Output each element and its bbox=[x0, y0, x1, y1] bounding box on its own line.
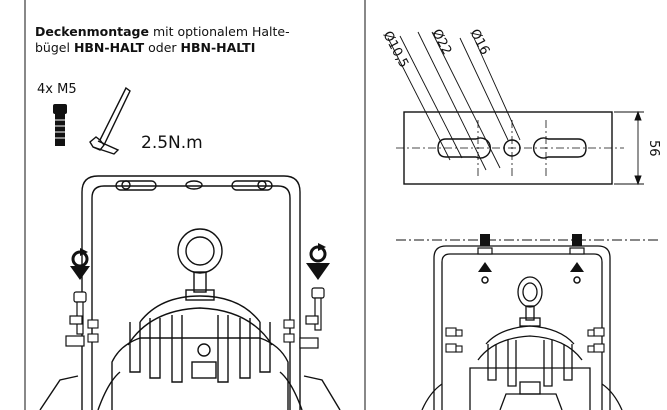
mounting-caption: Deckenmontage mit optionalem Halte- büge… bbox=[35, 24, 355, 56]
torque-label: 2.5N.m bbox=[141, 133, 203, 153]
ceiling-screws bbox=[477, 234, 585, 255]
caption-model-halti: HBN-HALTI bbox=[180, 40, 256, 55]
dim-label-height: 56 bbox=[646, 140, 661, 157]
bracket-bolts-left bbox=[87, 319, 295, 343]
dim-label-d3: Ø16 bbox=[466, 27, 492, 58]
caption-bold-ceiling-mount: Deckenmontage bbox=[35, 24, 149, 39]
mounting-bracket-right bbox=[433, 245, 611, 410]
dimension-height-56 bbox=[614, 110, 644, 186]
screw-count-label: 4x M5 bbox=[37, 82, 77, 97]
centerlines bbox=[396, 120, 624, 176]
side-screw-left bbox=[65, 291, 87, 347]
dim-label-d2: Ø22 bbox=[428, 27, 454, 58]
panel-borders bbox=[24, 0, 366, 410]
caption-model-halt: HBN-HALT bbox=[73, 40, 145, 55]
up-arrow-left-icon bbox=[478, 262, 492, 284]
rotate-arrow-left-icon bbox=[70, 248, 90, 280]
hex-key-icon bbox=[89, 86, 131, 155]
side-screw-right bbox=[299, 287, 325, 349]
dimension-leaders bbox=[387, 31, 521, 171]
caption-text-3: oder bbox=[144, 40, 181, 55]
rotate-arrow-right-icon bbox=[306, 243, 330, 280]
up-arrow-right-icon bbox=[570, 262, 584, 284]
screw-icon bbox=[53, 104, 67, 146]
dim-label-d1: Ø10,5 bbox=[379, 29, 411, 71]
mounting-bracket-left bbox=[81, 175, 301, 410]
lamp-body-right bbox=[421, 276, 623, 410]
caption-text-2: bügel bbox=[35, 40, 74, 55]
caption-text-1: mit optionalem Halte- bbox=[148, 24, 290, 39]
bracket-bolts-right bbox=[445, 327, 605, 353]
lamp-body-left bbox=[39, 228, 341, 410]
